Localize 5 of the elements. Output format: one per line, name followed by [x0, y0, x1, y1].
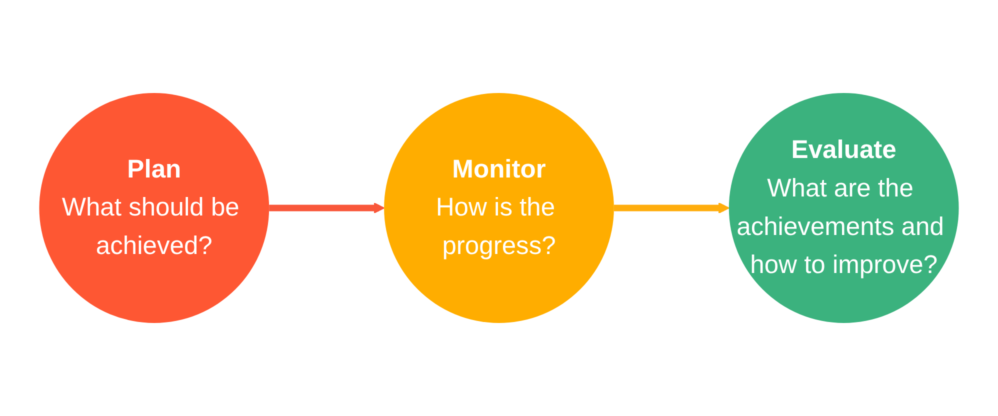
node-circle: Evaluate What are the achievements and how to improve? — [728, 93, 959, 323]
node-circle: Plan What should be achieved? — [39, 93, 270, 323]
arrow — [614, 202, 730, 214]
arrow — [269, 202, 385, 214]
node-circle: Monitor How is the progress? — [384, 93, 614, 323]
